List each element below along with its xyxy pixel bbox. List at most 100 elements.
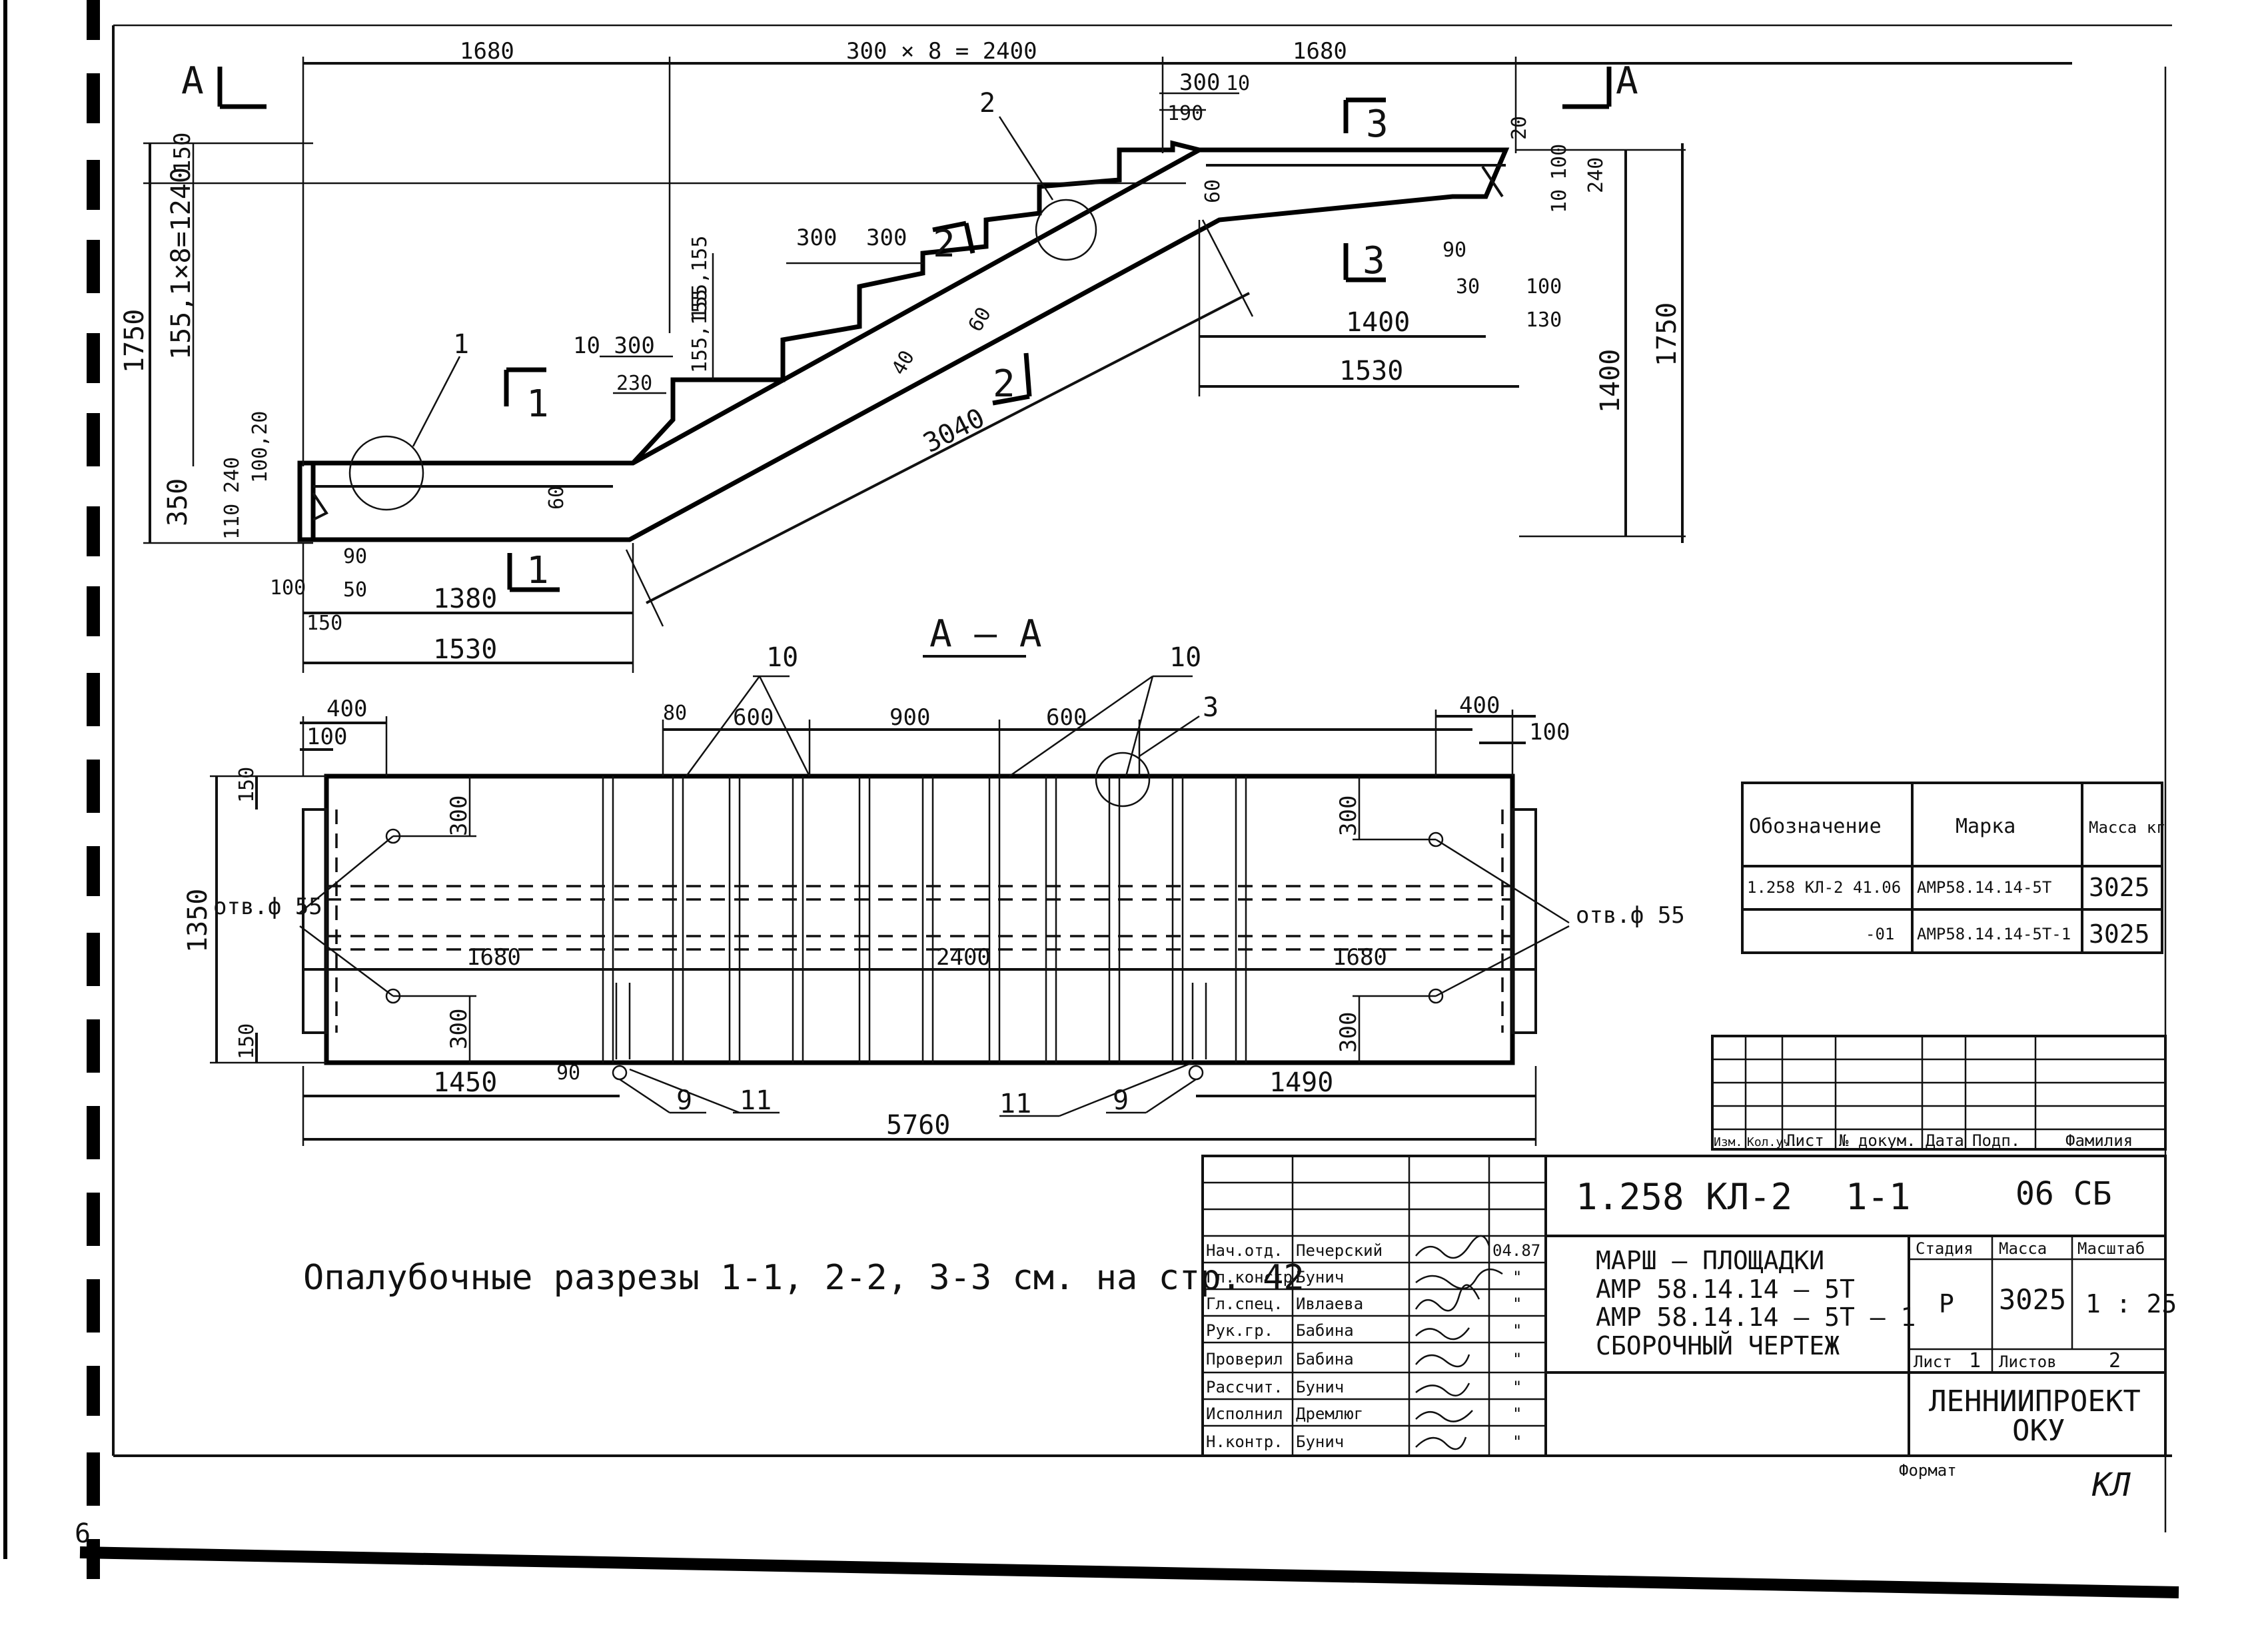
dim-1240: 155,1×8=1240 (166, 167, 197, 360)
plan-callout-3: 3 (1203, 692, 1219, 723)
svg-text:2: 2 (933, 223, 955, 266)
dim-10-right: 10 (1548, 189, 1571, 213)
dim-150-left: 150 (169, 133, 196, 173)
dim-3040: 3040 (919, 402, 990, 459)
hole-label-left: отв.ф 55 (213, 893, 322, 920)
spec-header-mark: Марка (1956, 815, 2015, 838)
plan-dim-300-ll: 300 (446, 1009, 472, 1049)
plan-dim-300-lr: 300 (1335, 1012, 1362, 1053)
dim-100-right: 100 (1548, 144, 1571, 180)
dim-60-low: 60 (545, 486, 568, 510)
dim-155-b: 155,155 (688, 289, 712, 373)
detail-circle-2 (1035, 199, 1097, 261)
tb-doc-code: 1.258 КЛ-2 (1576, 1176, 1792, 1218)
flight-outline (310, 147, 1510, 542)
step-ribs (602, 776, 1247, 1063)
dim-90-right: 90 (1442, 239, 1466, 262)
step-profile (631, 140, 1200, 465)
dim-1530-right: 1530 (1339, 356, 1403, 386)
dim-190: 190 (1167, 102, 1203, 125)
spec-row1-designation: 1.258 КЛ-2 41.06 (1747, 878, 1901, 897)
plan-callout-11a: 11 (740, 1085, 772, 1116)
tb-sheet-code: 1-1 (1846, 1176, 1911, 1218)
plan-dim-150-top: 150 (235, 767, 259, 803)
dim-1400-h: 1400 (1346, 307, 1410, 338)
plan-dim-300-ur: 300 (1335, 796, 1362, 836)
tb-format-label: Формат (1899, 1461, 1957, 1480)
tb-mass: 3025 (1999, 1283, 2066, 1316)
dim-10-300: 10 300 (573, 332, 655, 359)
tb-name-7: Бунич (1296, 1432, 1344, 1451)
tb-sheet-label: Лист (1914, 1353, 1952, 1371)
plan-dim-5760: 5760 (886, 1110, 950, 1141)
section-cut-1-bottom: 1 (507, 549, 560, 592)
dim-240-right: 240 (1584, 157, 1608, 193)
section-cut-3-top: 3 (1343, 97, 1389, 146)
dashed-rib-lines (326, 885, 1512, 951)
tb-name-5: Бунич (1296, 1378, 1344, 1396)
tb-org-1: ЛЕННИИПРОЕКТ (1929, 1384, 2141, 1418)
svg-text:3: 3 (1366, 103, 1389, 146)
dim-60-top: 60 (1201, 179, 1225, 203)
rev-header-6: Фамилия (2065, 1131, 2133, 1150)
plan-dim-300-ul: 300 (446, 796, 472, 836)
revision-block: Изм. Кол.уч. Лист № докум. Дата Подп. Фа… (1711, 1035, 2167, 1151)
tb-stage: Р (1939, 1289, 1954, 1319)
spec-row1-mark: АМР58.14.14-5Т (1917, 878, 2051, 897)
svg-text:A: A (181, 59, 204, 103)
plan-callout-11b: 11 (999, 1089, 1031, 1119)
dim-300-a: 300 (796, 225, 837, 251)
plan-title: A – A (929, 612, 1042, 656)
tb-scale-label: Масштаб (2077, 1239, 2145, 1258)
tb-stage-label: Стадия (1916, 1239, 1974, 1258)
plan-dim-400-right: 400 (1459, 692, 1500, 719)
rev-header-0: Изм. (1714, 1135, 1742, 1149)
tb-desc-3: СБОРОЧНЫЙ ЧЕРТЕЖ (1596, 1331, 1840, 1360)
section-cut-2-bottom: 2 (992, 352, 1032, 406)
dim-1530-left: 1530 (433, 634, 497, 665)
tb-date-7: " (1512, 1432, 1522, 1451)
tb-role-0: Нач.отд. (1206, 1241, 1283, 1260)
dim-110-left: 110 (221, 504, 244, 540)
plan-dim-150-bot: 150 (235, 1023, 259, 1059)
detail-circle-3 (1095, 752, 1151, 808)
tb-role-6: Исполнил (1206, 1404, 1283, 1423)
plan-dim-1680-left: 1680 (466, 944, 521, 971)
plan-dim-80: 80 (663, 702, 687, 725)
dim-300-top: 300 (1179, 69, 1220, 96)
tb-desc-2: АМР 58.14.14 – 5Т – 1 (1596, 1303, 1916, 1332)
dim-100-20: 100,20 (249, 411, 272, 483)
tb-name-3: Бабина (1296, 1321, 1354, 1340)
dim-1750-left: 1750 (119, 309, 150, 373)
plan-dim-600-a: 600 (733, 704, 774, 731)
rev-header-2: Лист (1786, 1131, 1824, 1150)
tb-sheets-total: 2 (2109, 1349, 2121, 1372)
section-marker-left: A (181, 59, 267, 109)
plan-dim-1450: 1450 (433, 1067, 497, 1098)
tb-date-3: " (1512, 1321, 1522, 1340)
specification-table: Обозначение Марка Масса кг 1.258 КЛ-2 41… (1741, 782, 2166, 954)
callout-1: 1 (453, 329, 469, 360)
svg-text:1: 1 (526, 549, 549, 592)
tb-date-0: 04.87 (1492, 1241, 1540, 1260)
plan-dim-900: 900 (889, 704, 930, 731)
tb-desc-1: АМР 58.14.14 – 5Т (1596, 1275, 1855, 1304)
tb-corner-mark: КЛ (2091, 1466, 2131, 1504)
sheet-frame: 6 (75, 24, 2179, 1598)
tb-name-2: Ивлаева (1296, 1295, 1363, 1313)
dim-10-top: 10 (1226, 72, 1250, 95)
page-number: 6 (75, 1518, 91, 1549)
tb-date-5: " (1512, 1378, 1522, 1396)
plan-dim-90: 90 (556, 1061, 580, 1085)
section-cut-2-top: 2 (932, 221, 975, 266)
dim-100b-right: 100 (1526, 275, 1562, 298)
svg-text:3: 3 (1363, 239, 1385, 282)
rev-header-5: Подп. (1972, 1131, 2020, 1150)
plan-dim-1350: 1350 (183, 889, 213, 953)
spec-row1-mass: 3025 (2089, 873, 2150, 902)
tb-scale: 1 : 25 (2085, 1289, 2177, 1319)
binding-strip (3, 0, 100, 1579)
tb-role-3: Рук.гр. (1206, 1321, 1273, 1340)
dim-240-left: 240 (221, 457, 244, 493)
